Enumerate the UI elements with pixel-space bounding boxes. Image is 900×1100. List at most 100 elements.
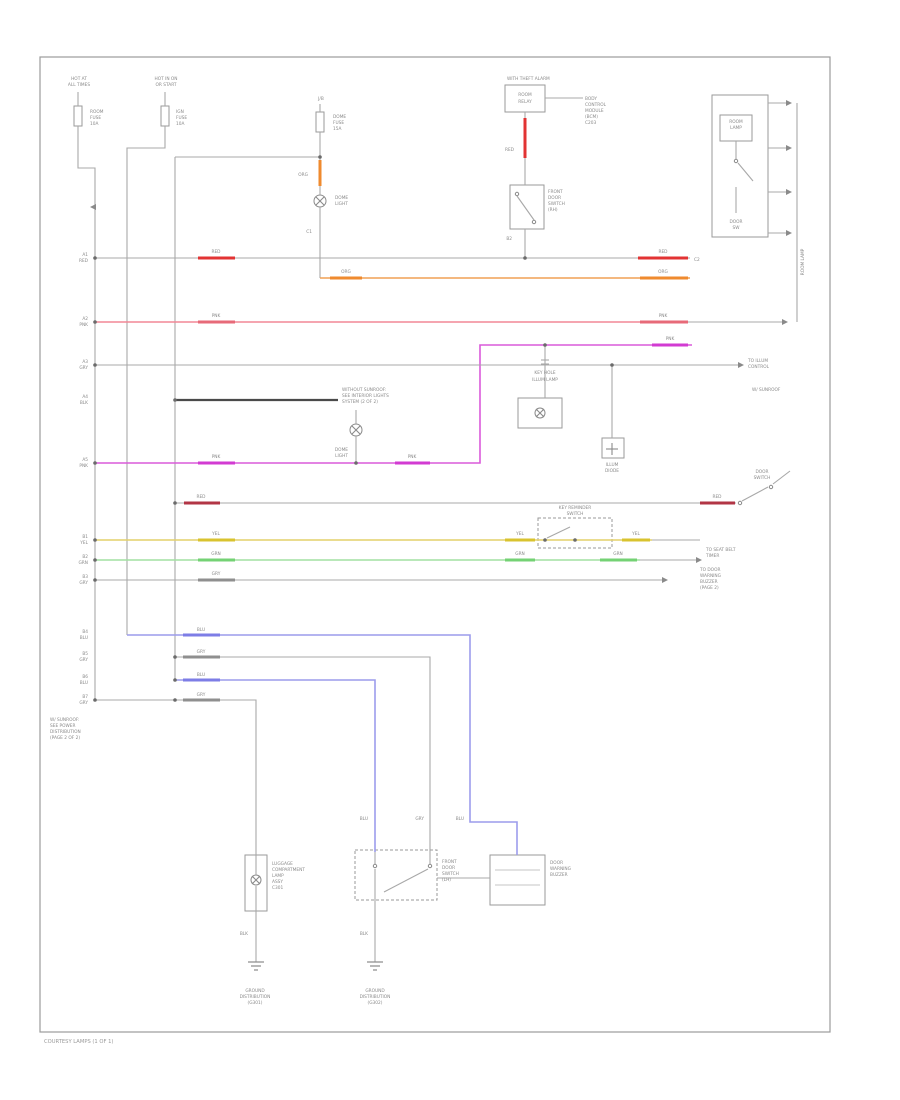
diagram-label: B1 [82,534,88,540]
diagram-label: B6 [82,674,88,680]
diagram-label: RED [196,494,206,500]
diagram-label: B3 [82,574,88,580]
diagram-label: B2 [82,554,88,560]
diagram-label: OR START [156,82,177,88]
switch-contact [737,500,743,506]
diagram-label: DOOR [548,195,561,201]
diagram-label: BLU [456,816,464,822]
diagram-label: SEE INTERIOR LIGHTS [342,393,389,399]
illum-diode-box [601,437,625,459]
wire [535,408,545,418]
diagram-label: ORG [341,269,351,275]
diagram-label: LIGHT [335,453,348,459]
diagram-label: ROOM [729,119,743,125]
front-door-switch-rh-box [509,184,545,230]
diagram-label: MODULE [585,108,604,114]
diagram-label: B7 [82,694,88,700]
diagram-label: BLU [80,635,88,641]
diagram-label: GRY [79,580,88,586]
diagram-label: DOOR [442,865,455,871]
diagram-label: B2 [506,236,512,242]
diagram-label: PNK [212,454,221,460]
diagram-label: B4 [82,629,88,635]
diagram-label: GRY [415,816,424,822]
diagram-label: A2 [82,316,88,322]
wire [546,526,571,539]
front-door-switch-lh-box [354,849,438,901]
diagram-label: TO SEAT BELT [705,547,736,553]
diagram-label: LAMP [730,125,742,131]
wire [772,470,791,485]
diagram-label: WARNING [550,866,571,872]
wire [516,195,535,221]
diagram-label: ILLUM LAMP [532,377,558,383]
wire [741,486,769,502]
diagram-label: RED [658,249,668,255]
diagram-label: BLK [360,931,368,937]
diagram-label: GRY [79,657,88,663]
diagram-label: BUZZER [700,579,718,585]
diagram-label: PNK [666,336,675,342]
diagram-label: FUSE [333,120,344,126]
fuse-room [73,105,83,127]
diagram-label: SWITCH [567,511,584,517]
diagram-label: FRONT [442,859,457,865]
diagram-label: W/ SUNROOF: [50,717,79,723]
diagram-label: RED [712,494,722,500]
door-warning-buzzer-box [489,854,546,906]
diagram-label: YEL [515,531,524,537]
diagram-label: 10A [176,121,184,127]
switch-contact [427,863,433,869]
diagram-label: DOOR [729,219,742,225]
diagram-label: GRN [78,560,88,566]
diagram-label: KEY REMINDER [559,505,591,511]
diagram-label: SWITCH [442,871,459,877]
wire [737,162,754,182]
diagram-label: BUZZER [550,872,568,878]
junction-dot [173,501,177,505]
diagram-label: TO ILLUM [747,358,768,364]
diagram-label: WITHOUT SUNROOF: [342,387,386,393]
diagram-label: ILLUM [606,462,619,468]
diagram-label: DOOR [755,469,768,475]
diagram-label: B5 [82,651,88,657]
diagram-label: 10A [90,121,98,127]
junction-dot [354,461,358,465]
switch-contact [768,484,774,490]
wire [351,425,361,435]
diagram-label: SYSTEM (2 OF 2) [342,399,378,405]
diagram-label: YEL [211,531,220,537]
diagram-label: CONTROL [585,102,607,108]
diagram-label: C2 [694,257,700,263]
diagram-label: GROUND [245,988,265,994]
diagram-label: GRY [197,649,206,655]
diagram-label: YEL [631,531,640,537]
diagram-label: GRN [515,551,525,557]
diagram-label: PNK [212,313,221,319]
switch-contact [514,191,520,197]
diagram-label: (BCM) [585,114,598,120]
diagram-label: DOME [333,114,346,120]
diagram-label: FUSE [176,115,187,121]
wire [175,679,376,852]
diagram-label: DOOR [550,860,563,866]
diagram-label: GRY [79,365,88,371]
diagram-label: C203 [585,120,596,126]
junction-dot [523,256,527,260]
diagram-label: RED [211,249,221,255]
diagram-label: C1 [306,229,312,235]
diagram-label: WITH THEFT ALARM [507,76,550,82]
diagram-label: ORG [658,269,668,275]
diagram-label: BLU [360,816,368,822]
diagram-label: RED [79,258,89,264]
diagram-label: IGN [176,109,184,115]
junction-dot [543,343,547,347]
diagram-label: TIMER [705,553,719,559]
switch-contact [372,863,378,869]
wire [95,699,257,855]
diagram-label: BLU [197,627,205,633]
diagram-label: BLU [197,672,205,678]
diagram-label: HOT IN ON [154,76,177,82]
